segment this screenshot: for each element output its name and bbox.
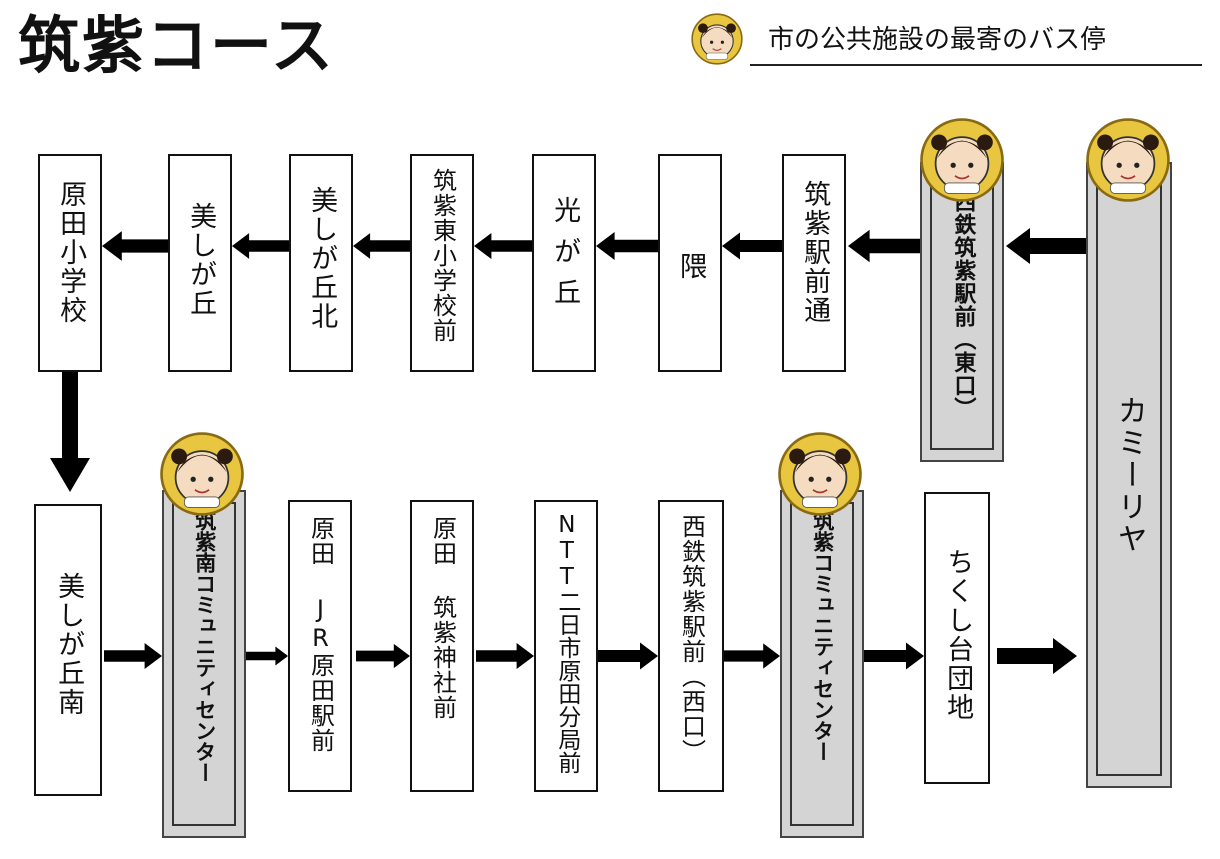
arrow-right-icon xyxy=(104,642,162,670)
stop-chikushi-ekimae-dori: 筑紫駅前通 xyxy=(782,154,846,372)
stop-utsukushigaoka-minami: 美しが丘南 xyxy=(34,504,102,796)
legend-text: 市の公共施設の最寄のバス停 xyxy=(768,25,1107,55)
stop-label: 筑紫駅前通 xyxy=(799,180,831,325)
stop-label: 筑紫南コミュニティセンター xyxy=(192,510,217,783)
stop-utsukushigaoka-kita: 美しが丘北 xyxy=(289,154,353,372)
stop-label: 隈 xyxy=(675,252,707,281)
stop-chikushi-higashi-es: 筑紫東小学校前 xyxy=(410,154,474,372)
stop-chikushidai: ちくし台団地 xyxy=(924,492,990,784)
mascot-icon xyxy=(778,432,862,516)
mascot-icon xyxy=(691,13,743,65)
stop-ntt: NTT二日市原田分局前 xyxy=(534,500,598,792)
highlight-frame xyxy=(790,502,854,826)
stop-label: 美しが丘 xyxy=(185,202,217,318)
stop-label: 美しが丘北 xyxy=(306,186,338,331)
arrow-right-icon xyxy=(246,646,288,666)
stop-label: 筑紫東小学校前 xyxy=(428,168,457,343)
stop-label: NTT二日市原田分局前 xyxy=(553,512,580,774)
stop-label: 美しが丘南 xyxy=(53,572,85,717)
highlight-frame xyxy=(172,502,236,826)
arrow-right-icon xyxy=(356,643,410,669)
highlight-frame xyxy=(1096,174,1162,776)
arrow-right-icon xyxy=(598,642,658,670)
stop-label: カミーリヤ xyxy=(1111,395,1147,555)
stop-label: 光が丘 xyxy=(549,196,581,319)
stop-harada-jr: 原田 JR原田駅前 xyxy=(288,500,352,792)
arrow-right-icon xyxy=(724,643,780,669)
stop-label: 原田 筑紫神社前 xyxy=(428,516,457,720)
arrow-left-icon xyxy=(596,232,658,260)
stop-harada-es: 原田小学校 xyxy=(38,154,102,372)
stop-nishitetsu-chikushi-east: 西鉄筑紫駅前（東口） xyxy=(920,162,1004,462)
stop-chikushi-minami-cc: 筑紫南コミュニティセンター xyxy=(162,490,246,838)
stop-label: 西鉄筑紫駅前（東口） xyxy=(950,190,976,420)
stop-label: ちくし台団地 xyxy=(942,548,974,722)
mascot-icon xyxy=(160,432,244,516)
stop-harada-shrine: 原田 筑紫神社前 xyxy=(410,500,474,792)
arrow-left-icon xyxy=(102,231,168,261)
stop-nishitetsu-chikushi-west: 西鉄筑紫駅前（西口） xyxy=(658,500,724,792)
stop-label: 原田小学校 xyxy=(55,180,87,325)
mascot-icon xyxy=(920,118,1004,202)
stop-utsukushigaoka: 美しが丘 xyxy=(168,154,232,372)
arrow-left-icon xyxy=(232,233,289,259)
arrow-left-icon xyxy=(848,229,920,263)
arrow-right-icon xyxy=(476,642,534,670)
arrow-down-icon xyxy=(50,372,90,492)
arrow-left-icon xyxy=(722,232,782,260)
legend-rule xyxy=(750,64,1202,66)
page-title: 筑紫コース xyxy=(18,9,335,82)
stop-kuma: 隈 xyxy=(658,154,722,372)
legend: 市の公共施設の最寄のバス停 xyxy=(690,12,1202,66)
arrow-left-icon xyxy=(353,233,410,259)
arrow-left-icon xyxy=(1006,228,1086,264)
arrow-right-icon xyxy=(997,638,1077,674)
mascot-icon xyxy=(1086,118,1170,202)
stop-kamiriya: カミーリヤ xyxy=(1086,162,1172,788)
stop-label: 西鉄筑紫駅前（西口） xyxy=(677,514,706,764)
stop-chikushi-cc: 筑紫コミュニティセンター xyxy=(780,490,864,838)
stop-label: 原田 JR原田駅前 xyxy=(306,516,335,753)
stop-hikarigaoka: 光が丘 xyxy=(532,154,596,372)
stop-label: 筑紫コミュニティセンター xyxy=(810,510,835,762)
arrow-left-icon xyxy=(474,232,532,260)
arrow-right-icon xyxy=(864,642,924,670)
